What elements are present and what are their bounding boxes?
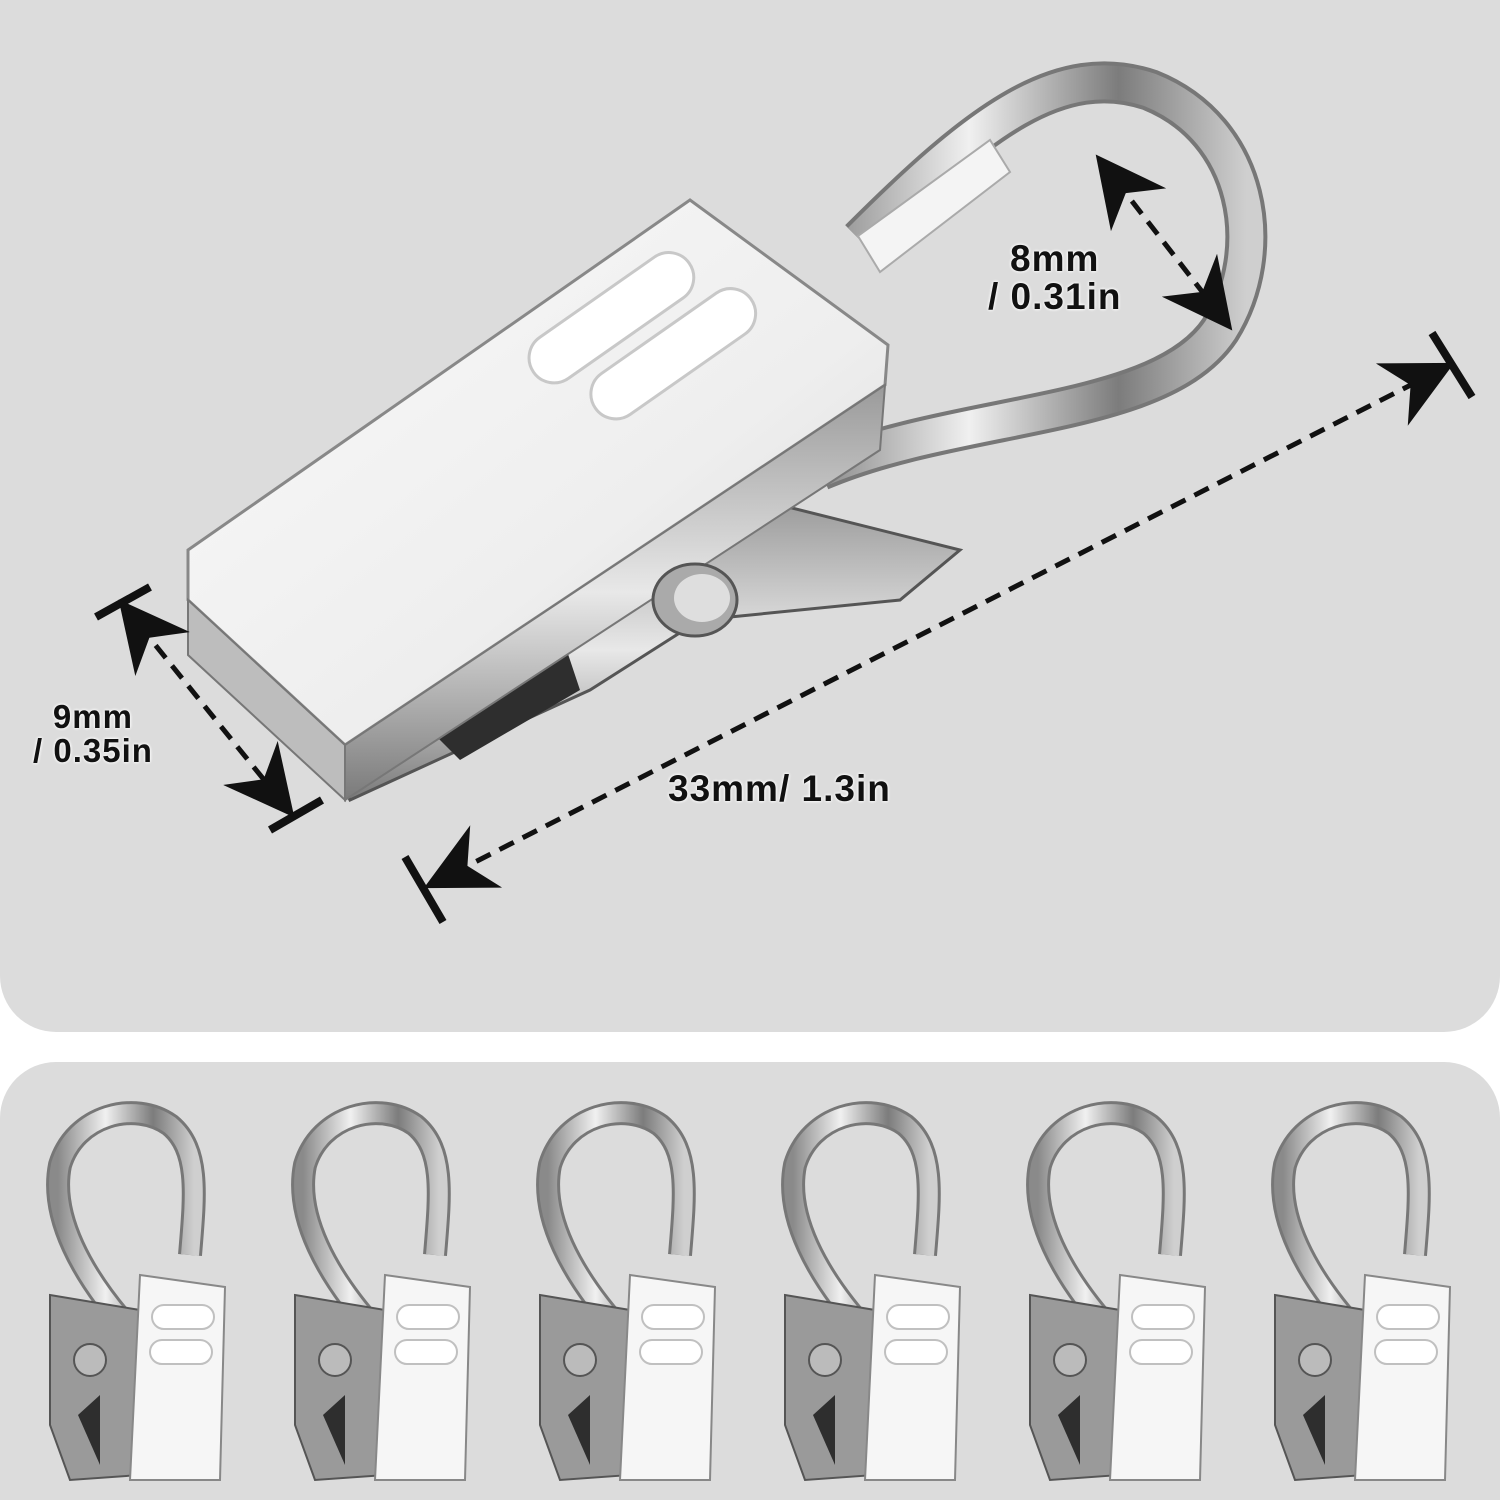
hook-opening-metric: 8mm: [1010, 238, 1100, 279]
gallery-clip-6: [1265, 1095, 1455, 1485]
dimension-clip-width: [94, 583, 324, 834]
gallery-clip-3: [530, 1095, 720, 1485]
dimension-hook-opening: [1095, 154, 1233, 331]
total-length-label: 33mm/ 1.3in: [668, 768, 891, 809]
gallery-panel: [0, 1062, 1500, 1500]
dimension-total-length: [401, 330, 1476, 925]
gallery-clip-2: [285, 1095, 475, 1485]
hook-opening-label: 8mm / 0.31in: [988, 240, 1121, 316]
gallery-clip-4: [775, 1095, 965, 1485]
clip-width-metric: 9mm: [52, 698, 133, 735]
gallery-clip-1: [40, 1095, 230, 1485]
clip-width-label: 9mm / 0.35in: [33, 700, 153, 768]
hook-opening-imperial: / 0.31in: [988, 276, 1122, 317]
gallery-clip-5: [1020, 1095, 1210, 1485]
clip-width-imperial: / 0.35in: [33, 732, 153, 769]
main-clip-illustration: [94, 61, 1476, 925]
